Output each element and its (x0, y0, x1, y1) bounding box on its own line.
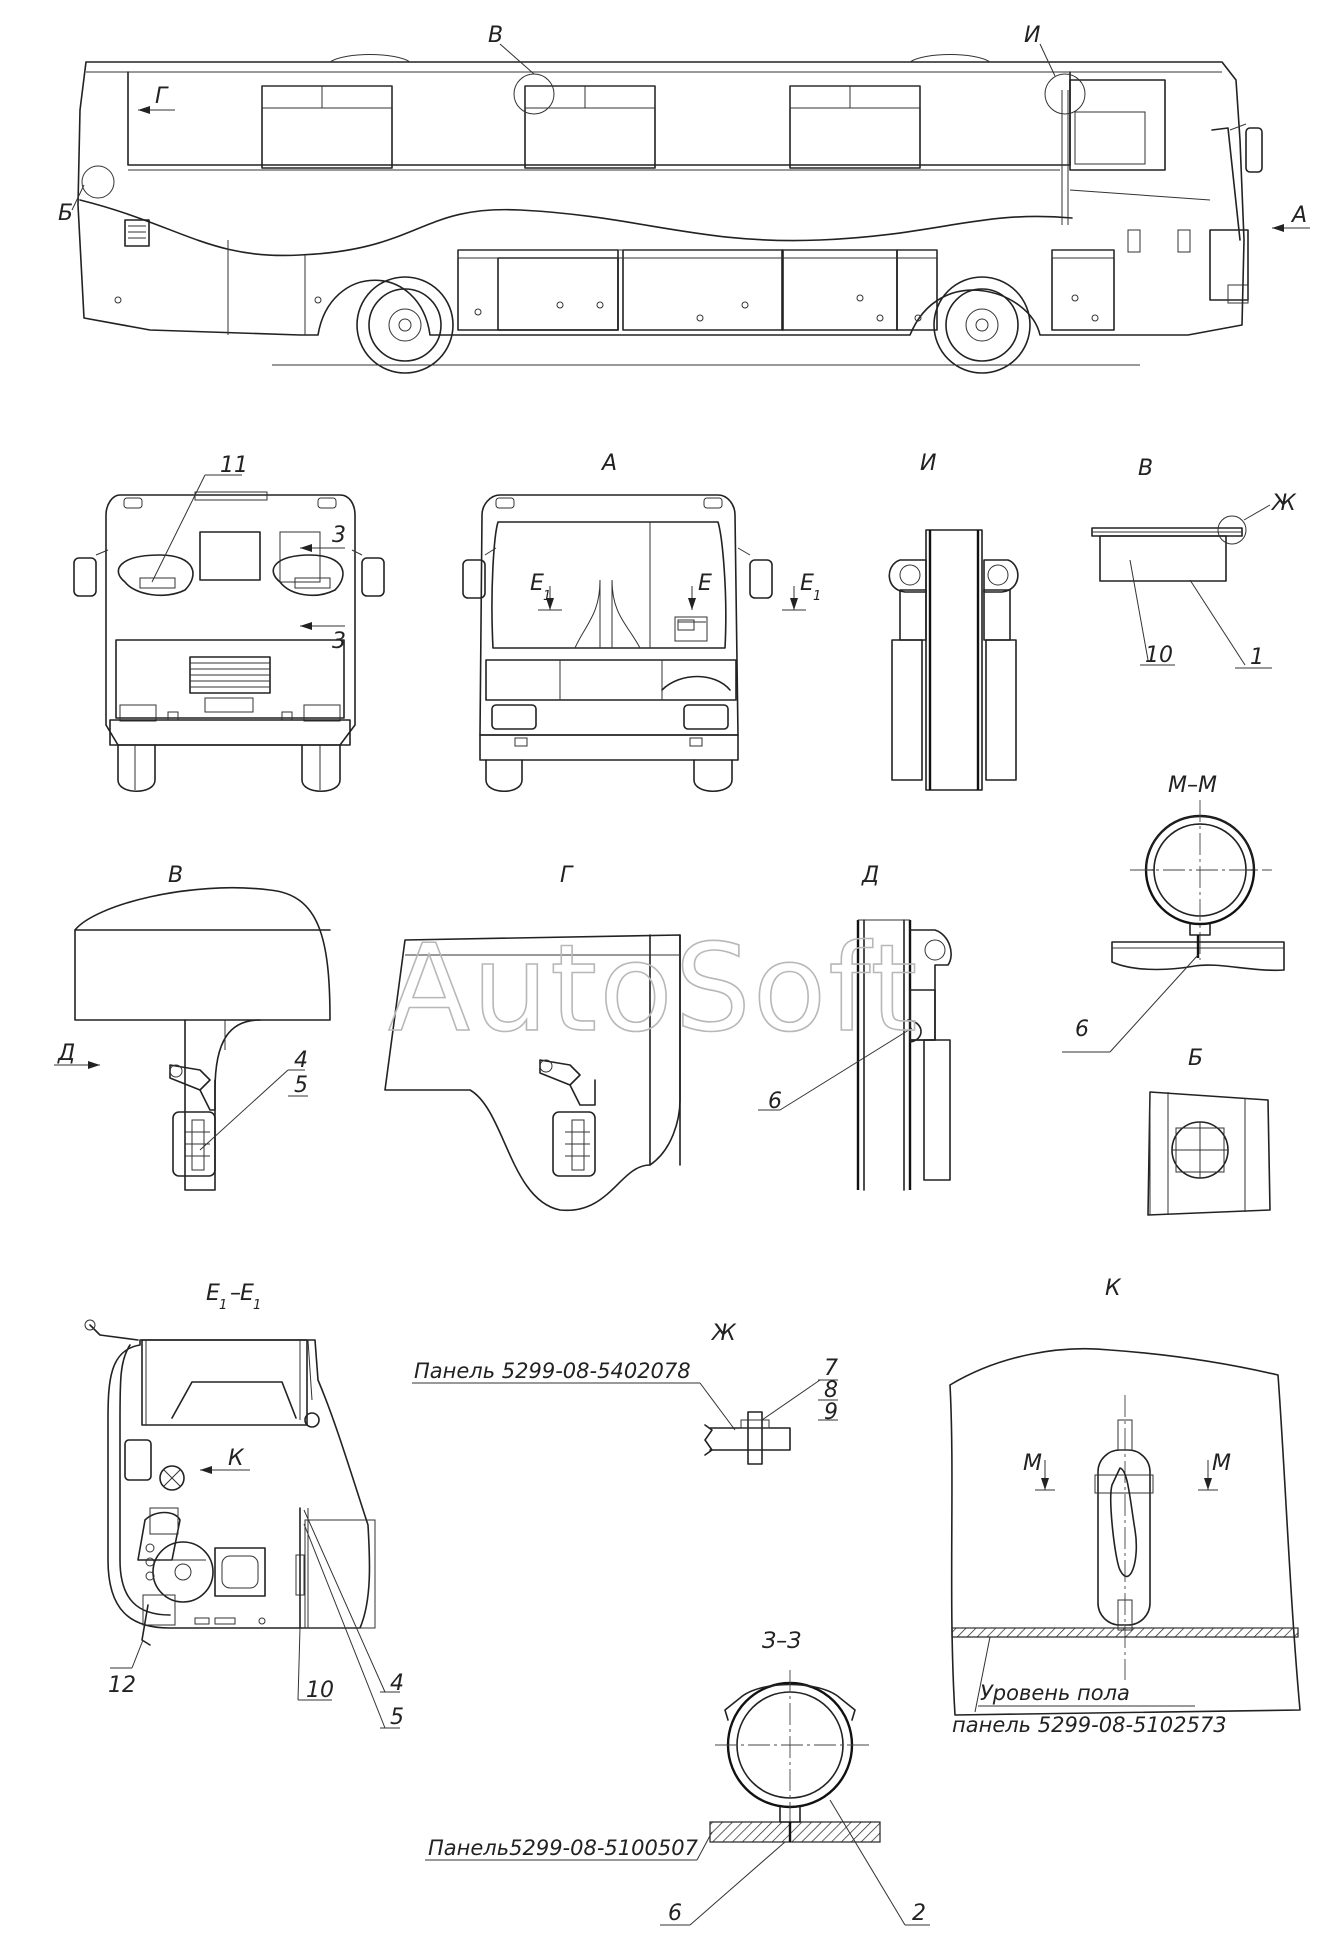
view-k-floor-label: Уровень пола (980, 1681, 1130, 1705)
view-zh-label-7: 7 (824, 1356, 838, 1381)
view-b-detail: Б (1147, 1046, 1271, 1216)
side-label-g: Г (155, 84, 169, 109)
section-m-m-title: М–М (1168, 773, 1217, 798)
section-z-z-panel-label: Панель5299-08-5100507 (428, 1836, 699, 1860)
view-k-panel-label: панель 5299-08-5102573 (952, 1713, 1227, 1737)
view-v-label-1: 1 (1250, 645, 1264, 670)
rear-label-3b: 3 (332, 629, 346, 654)
side-label-b: Б (58, 201, 73, 226)
view-v-title: В (1138, 456, 1153, 481)
view-k-title: К (1105, 1276, 1122, 1301)
bus-rear-view: 11 3 3 (73, 453, 385, 792)
view-g-handrail: Г (384, 863, 681, 1211)
view-v2-title: В (168, 863, 183, 888)
section-e1-sub-left: 1 (219, 1298, 227, 1313)
view-zh-title: Ж (710, 1321, 737, 1346)
section-e1-title-right: Е (240, 1281, 254, 1306)
view-d-detail: Д 6 (758, 863, 952, 1191)
view-v2-label-4: 4 (294, 1048, 308, 1073)
section-e1-dash: – (230, 1281, 241, 1306)
view-g-title: Г (560, 863, 574, 888)
section-e1-label-k: К (228, 1446, 245, 1471)
section-e1-label-4: 4 (390, 1671, 404, 1696)
section-z-z-label-6: 6 (668, 1901, 682, 1926)
section-z-z-title: З–З (762, 1629, 801, 1654)
view-b-title: Б (1188, 1046, 1203, 1071)
view-zh-panel-label: Панель 5299-08-5402078 (414, 1359, 691, 1383)
section-z-z: З–З Панель5299-08-5100507 6 2 (425, 1629, 930, 1926)
view-d-title: Д (861, 863, 879, 888)
view-d-label-6: 6 (768, 1089, 782, 1114)
view-zh-detail: Ж Панель 5299-08-5402078 7 8 9 (412, 1321, 838, 1465)
side-label-v: В (488, 23, 503, 48)
bus-side-view: В И Г Б А (58, 23, 1310, 374)
side-label-a: А (1290, 203, 1307, 228)
view-i-title: И (920, 451, 936, 476)
watermark-logo: AutoSoft (388, 920, 919, 1059)
view-v-label-zh: Ж (1270, 491, 1297, 516)
section-e1-sub-right: 1 (253, 1298, 261, 1313)
view-k-detail: К М М Уровень пола панель 5299-08-510257… (949, 1276, 1301, 1737)
bus-front-view: А Е 1 Е Е (462, 451, 821, 792)
front-label-e1-left: Е (530, 571, 544, 596)
view-v2-label-d: Д (57, 1041, 75, 1066)
view-i-detail: И (888, 451, 1019, 791)
view-v-detail: В Ж 10 1 (1091, 456, 1297, 670)
front-label-e1-right-sub: 1 (813, 589, 821, 604)
section-m-m-label-6: 6 (1075, 1017, 1089, 1042)
view-k-label-m2: М (1212, 1451, 1231, 1476)
view-v-label-10: 10 (1145, 643, 1173, 668)
section-e1-label-12: 12 (108, 1673, 136, 1698)
front-view-title: А (600, 451, 617, 476)
rear-wheel (356, 276, 454, 374)
section-e1-label-10: 10 (306, 1678, 334, 1703)
section-e1-title-left: Е (206, 1281, 220, 1306)
rear-label-3a: 3 (332, 523, 346, 548)
front-label-e1-left-sub: 1 (543, 589, 551, 604)
view-k-label-m1: М (1023, 1451, 1042, 1476)
view-v-handrail: В Д 4 5 (54, 863, 331, 1191)
front-wheel (933, 276, 1031, 374)
front-label-e1-right: Е (800, 571, 814, 596)
section-e1-label-5: 5 (390, 1705, 404, 1730)
view-v2-label-5: 5 (294, 1073, 308, 1098)
view-zh-label-8: 8 (824, 1378, 838, 1403)
view-zh-label-9: 9 (824, 1400, 838, 1425)
front-label-e: Е (698, 571, 712, 596)
section-z-z-label-2: 2 (912, 1901, 926, 1926)
section-m-m: М–М 6 (1062, 773, 1285, 1053)
section-e1-e1: Е 1 – Е 1 К (84, 1281, 404, 1730)
side-label-i: И (1024, 23, 1040, 48)
rear-label-11: 11 (220, 453, 248, 478)
